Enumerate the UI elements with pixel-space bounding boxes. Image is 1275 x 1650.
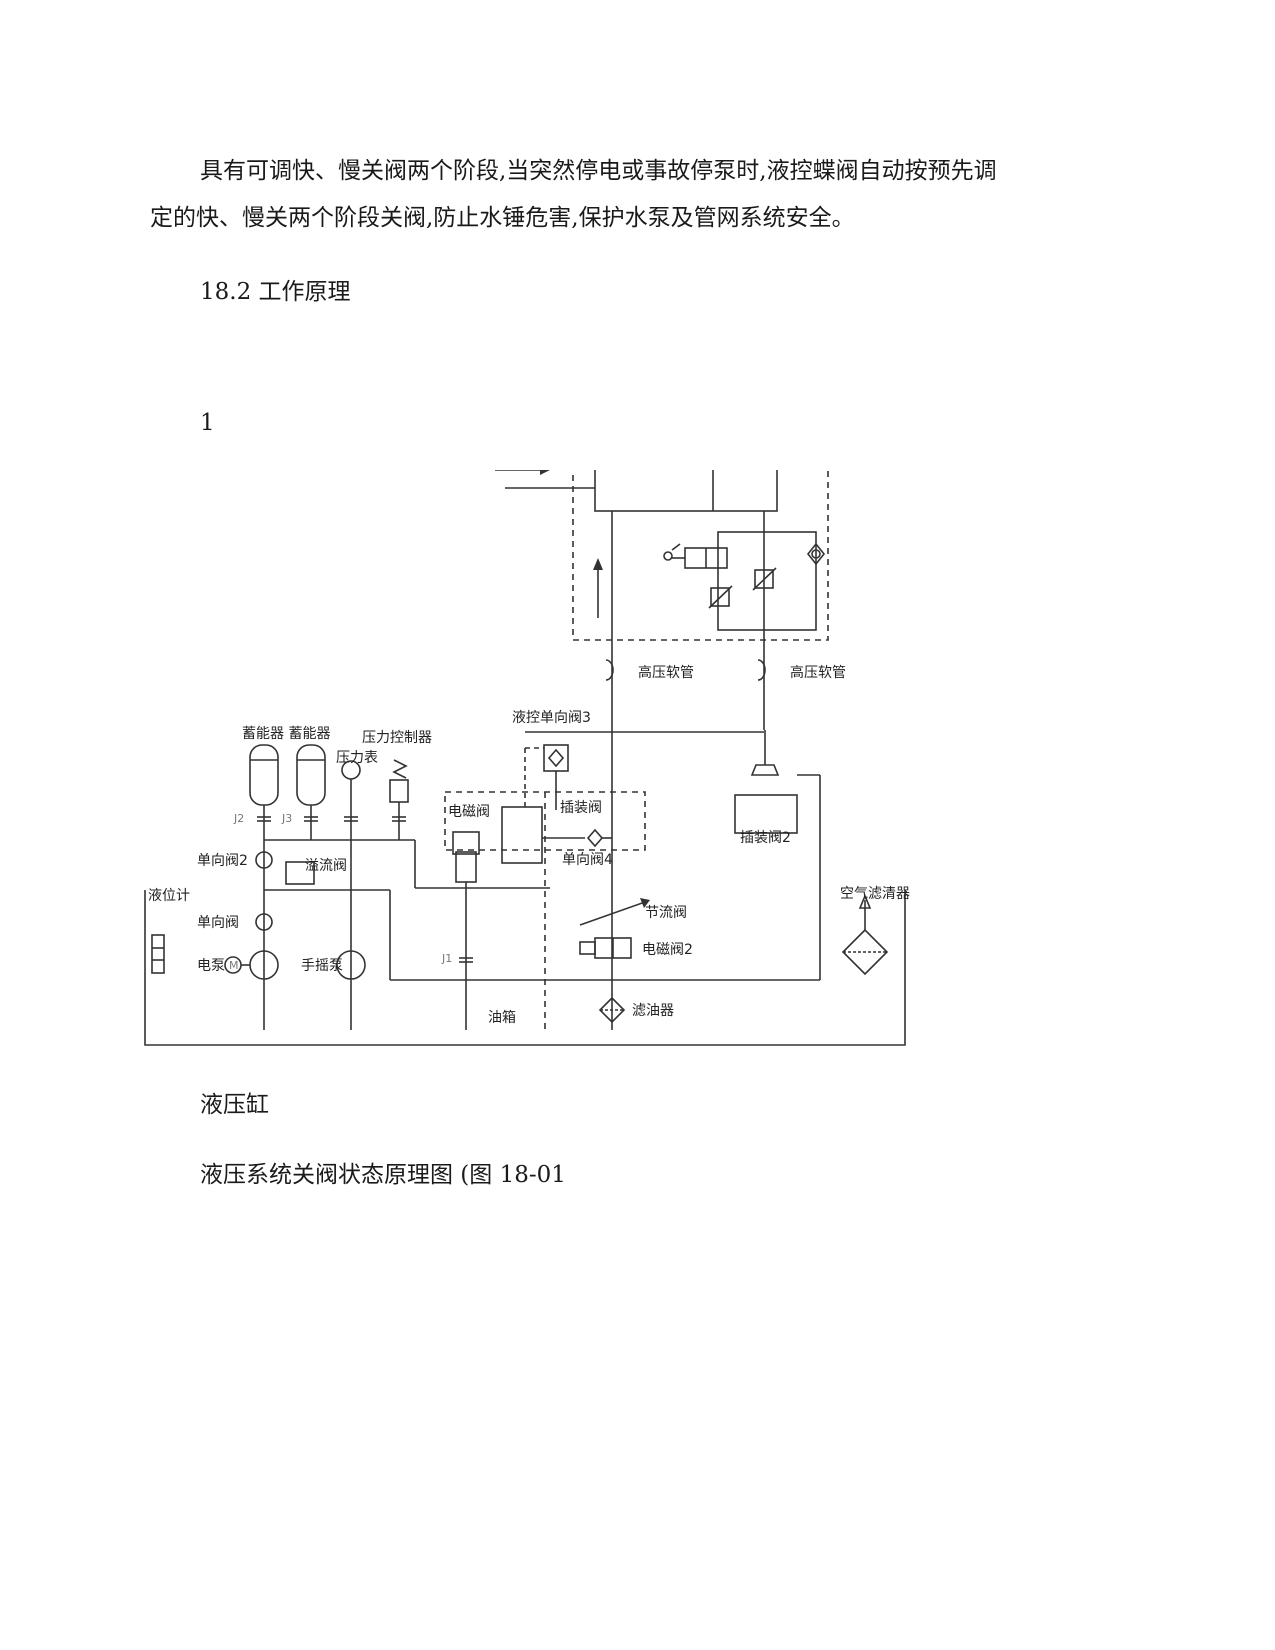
label-pilot-check: 液控单向阀3 — [512, 710, 591, 726]
oil-tank-outline — [144, 890, 906, 1046]
item-number: 1 — [200, 410, 215, 436]
hose-left-symbol — [605, 659, 614, 681]
label-j3: J3 — [281, 812, 292, 825]
hose-right-symbol — [757, 659, 766, 681]
throttle-valve — [579, 901, 646, 926]
label-check-valve-4: 单向阀4 — [562, 852, 613, 868]
label-electric-pump: 电泵 — [197, 958, 225, 974]
hydraulic-cylinder — [594, 470, 778, 512]
label-cartridge-valve: 插装阀 — [560, 800, 602, 816]
actuator-enclosure — [572, 470, 829, 641]
body-paragraph: 具有可调快、慢关阀两个阶段,当突然停电或事故停泵时,液控蝶阀自动按预先调定的快、… — [150, 148, 1080, 242]
label-oil-filter: 滤油器 — [632, 1003, 674, 1019]
paragraph-line-1: 具有可调快、慢关阀两个阶段,当突然停电或事故停泵时,液控蝶阀自动按预先调 — [200, 158, 997, 184]
label-hose-right: 高压软管 — [790, 664, 846, 681]
check-valve-lower — [255, 913, 273, 931]
check-valve-upper — [255, 851, 273, 869]
pressure-controller — [389, 779, 409, 803]
cartridge-valve — [501, 806, 543, 864]
label-solenoid-valve: 电磁阀 — [448, 804, 490, 820]
paragraph-line-2: 定的快、慢关两个阶段关阀,防止水锤危害,保护水泵及管网系统安全。 — [150, 205, 855, 231]
label-pressure-controller: 压力控制器 — [362, 730, 432, 746]
caption-component: 液压缸 — [200, 1092, 269, 1118]
label-motor: M — [229, 959, 239, 972]
label-j2: J2 — [233, 812, 244, 825]
label-throttle-valve: 节流阀 — [645, 905, 687, 921]
air-filter-symbol — [841, 928, 889, 976]
label-hose-left: 高压软管 — [638, 664, 694, 681]
hand-pump — [336, 950, 366, 980]
label-cartridge-valve-2: 插装阀2 — [740, 830, 791, 846]
label-accumulators: 蓄能器 蓄能器 — [242, 726, 330, 742]
cartridge-valve-2 — [734, 794, 798, 834]
label-j1: J1 — [441, 952, 452, 965]
level-gauge-symbol — [151, 934, 165, 974]
accumulator-2 — [296, 744, 326, 806]
label-air-filter: 空气滤清器 — [840, 886, 910, 902]
hydraulic-schematic: 高压软管 高压软管 液控单向阀3 蓄能器 蓄能器 压力控制器 压力表 J2 J3… — [144, 470, 910, 1046]
accumulator-1 — [249, 744, 279, 806]
caption-figure: 液压系统关阀状态原理图 (图 18-01 — [200, 1162, 566, 1188]
solenoid-valve-1 — [452, 831, 480, 855]
label-relief-valve: 溢流阀 — [305, 858, 347, 874]
label-level-gauge: 液位计 — [148, 888, 190, 904]
label-oil-tank: 油箱 — [488, 1010, 516, 1026]
throttle-box-1 — [710, 587, 730, 607]
check-valve-4 — [586, 828, 604, 848]
actuator-valve-block — [717, 531, 817, 631]
label-check-valve-lower: 单向阀 — [197, 915, 239, 931]
relief-valve — [285, 861, 315, 885]
label-check-valve-upper: 单向阀2 — [197, 853, 248, 869]
label-solenoid-valve-2: 电磁阀2 — [642, 942, 693, 958]
oil-filter-symbol — [598, 996, 626, 1024]
section-heading: 18.2 工作原理 — [200, 279, 351, 305]
label-pressure-gauge: 压力表 — [336, 750, 378, 766]
label-hand-pump: 手摇泵 — [301, 958, 343, 974]
